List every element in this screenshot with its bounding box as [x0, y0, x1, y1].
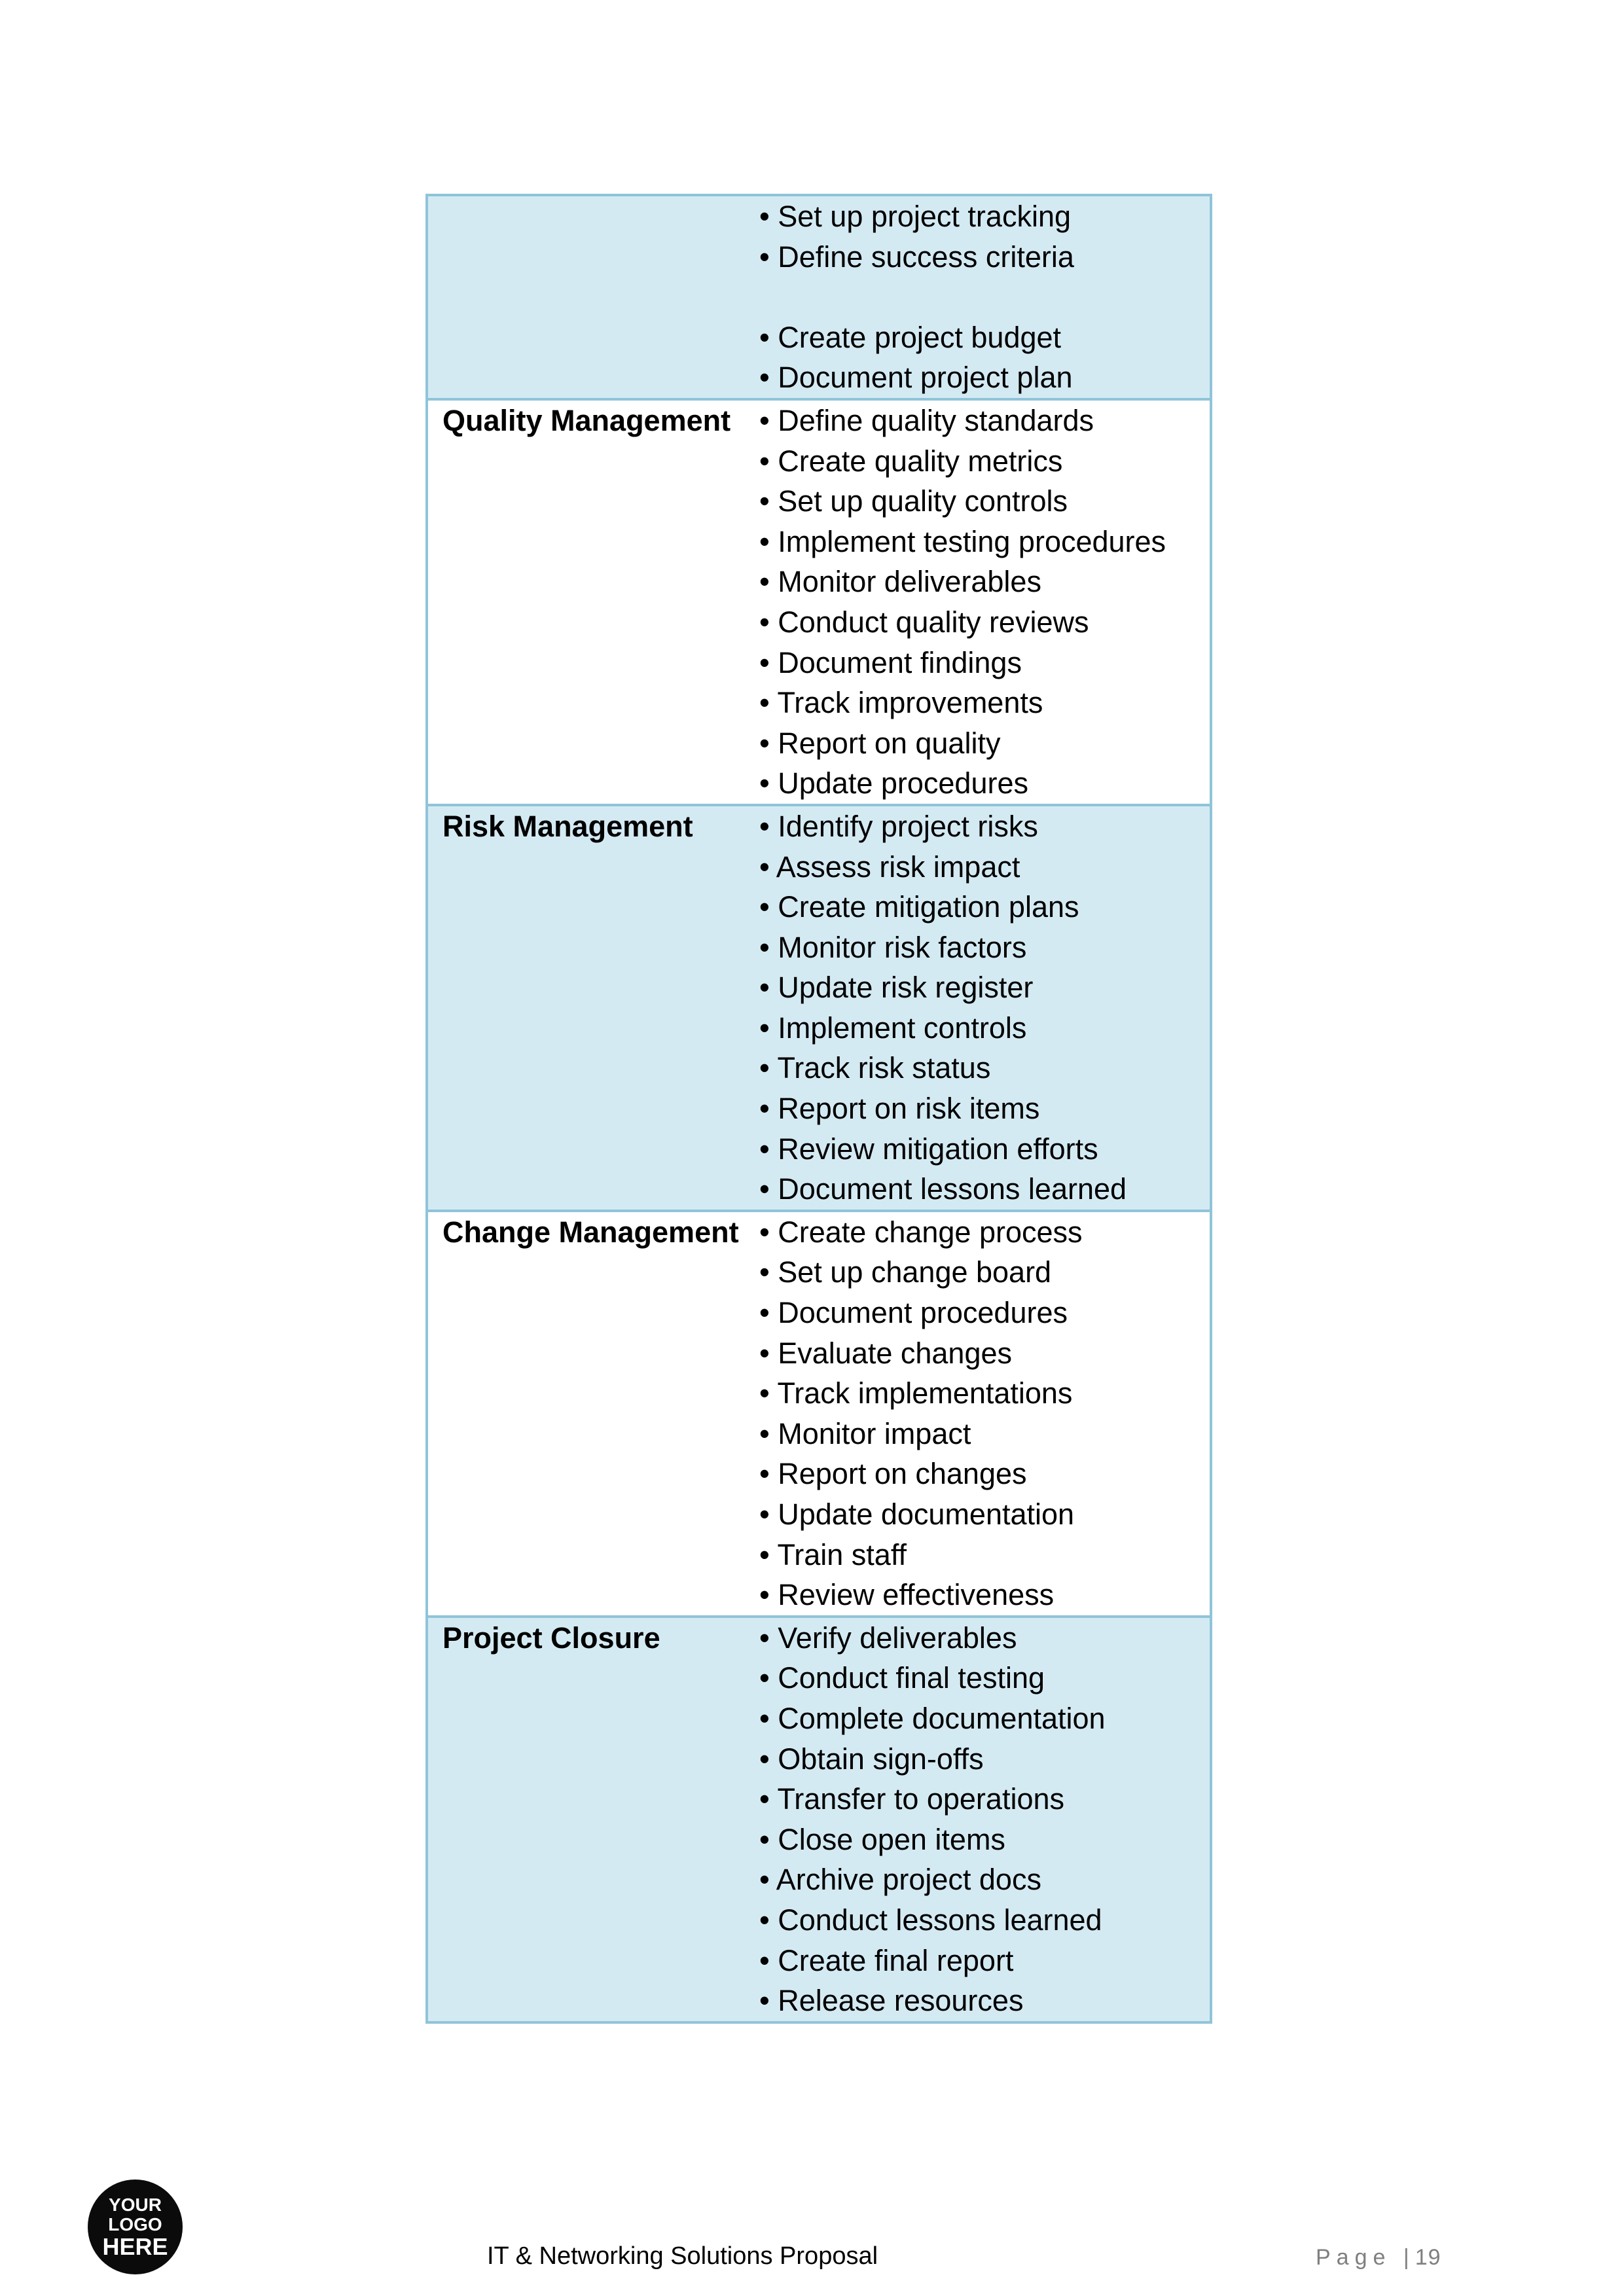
list-item: • Train staff: [759, 1537, 907, 1571]
section-label: Project Closure: [442, 1621, 660, 1655]
logo-text-line1: YOUR: [109, 2194, 162, 2215]
logo-text-line2: LOGO: [108, 2214, 162, 2234]
section-label: Change Management: [442, 1215, 739, 1249]
list-item: • Update risk register: [759, 971, 1034, 1005]
list-item: • Report on changes: [759, 1457, 1027, 1491]
list-item: • Monitor impact: [759, 1416, 971, 1450]
task-list: • Create change process • Set up change b…: [749, 1212, 1210, 1615]
list-item: • Implement controls: [759, 1011, 1027, 1045]
list-item: • Track improvements: [759, 686, 1043, 720]
section-label: Risk Management: [442, 809, 693, 843]
list-spacer: [759, 277, 1210, 317]
table-row: Project Closure • Verify deliverables • Co…: [428, 1615, 1210, 2021]
list-item: • Track implementations: [759, 1376, 1073, 1410]
list-item: • Create mitigation plans: [759, 890, 1079, 924]
list-item: • Set up project tracking: [759, 200, 1071, 233]
list-item: • Update documentation: [759, 1498, 1075, 1531]
list-item: • Monitor deliverables: [759, 565, 1041, 599]
task-list: • Identify project risks • Assess risk im…: [749, 806, 1210, 1210]
list-item: • Document project plan: [759, 361, 1073, 395]
project-tasks-table: • Set up project tracking • Define succes…: [425, 194, 1212, 2024]
list-item: • Document lessons learned: [759, 1172, 1127, 1206]
list-item: • Create project budget: [759, 320, 1062, 354]
list-item: • Close open items: [759, 1822, 1005, 1856]
list-item: • Identify project risks: [759, 809, 1038, 843]
section-label: [428, 196, 749, 398]
list-item: • Report on quality: [759, 726, 1001, 760]
footer-document-title: IT & Networking Solutions Proposal: [487, 2242, 878, 2270]
logo-text-line3: HERE: [102, 2233, 168, 2260]
list-item: • Define success criteria: [759, 240, 1074, 274]
list-item: • Define quality standards: [759, 403, 1094, 437]
list-item: • Archive project docs: [759, 1863, 1041, 1897]
company-logo: YOUR LOGO HERE: [88, 2179, 183, 2274]
footer-page-number: Page |19: [1316, 2241, 1441, 2274]
list-item: • Report on risk items: [759, 1092, 1040, 1126]
table-row: Quality Management • Define quality stand…: [428, 397, 1210, 804]
table-row: • Set up project tracking • Define succes…: [428, 196, 1210, 398]
list-item: • Conduct quality reviews: [759, 605, 1089, 639]
list-item: • Assess risk impact: [759, 850, 1020, 884]
list-item: • Monitor risk factors: [759, 930, 1027, 964]
list-item: • Document findings: [759, 645, 1022, 679]
list-item: • Implement testing procedures: [759, 524, 1166, 558]
list-item: • Complete documentation: [759, 1701, 1106, 1735]
list-item: • Release resources: [759, 1984, 1024, 2018]
page-word: Page: [1316, 2245, 1392, 2270]
task-list: • Set up project tracking • Define succes…: [749, 196, 1210, 398]
list-item: • Create final report: [759, 1943, 1014, 1977]
list-item: • Document procedures: [759, 1296, 1068, 1330]
list-item: • Transfer to operations: [759, 1782, 1064, 1816]
list-item: • Verify deliverables: [759, 1621, 1017, 1655]
table-row: Change Management • Create change process…: [428, 1209, 1210, 1615]
list-item: • Create quality metrics: [759, 444, 1063, 478]
task-list: • Define quality standards • Create quali…: [749, 401, 1210, 804]
list-item: • Review mitigation efforts: [759, 1132, 1098, 1166]
list-item: • Conduct final testing: [759, 1661, 1045, 1695]
page-separator: |: [1403, 2245, 1415, 2270]
list-item: • Set up quality controls: [759, 484, 1068, 518]
list-item: • Track risk status: [759, 1051, 991, 1085]
list-item: • Obtain sign-offs: [759, 1742, 984, 1776]
task-list: • Verify deliverables • Conduct final tes…: [749, 1618, 1210, 2021]
section-label: Quality Management: [442, 403, 731, 437]
page-number-value: 19: [1415, 2245, 1441, 2270]
list-item: • Conduct lessons learned: [759, 1903, 1102, 1937]
list-item: • Set up change board: [759, 1255, 1052, 1289]
list-item: • Evaluate changes: [759, 1336, 1013, 1370]
list-item: • Review effectiveness: [759, 1578, 1055, 1612]
table-row: Risk Management• Identify project risks•…: [428, 803, 1210, 1210]
list-item: • Update procedures: [759, 766, 1028, 800]
list-item: • Create change process: [759, 1215, 1083, 1249]
